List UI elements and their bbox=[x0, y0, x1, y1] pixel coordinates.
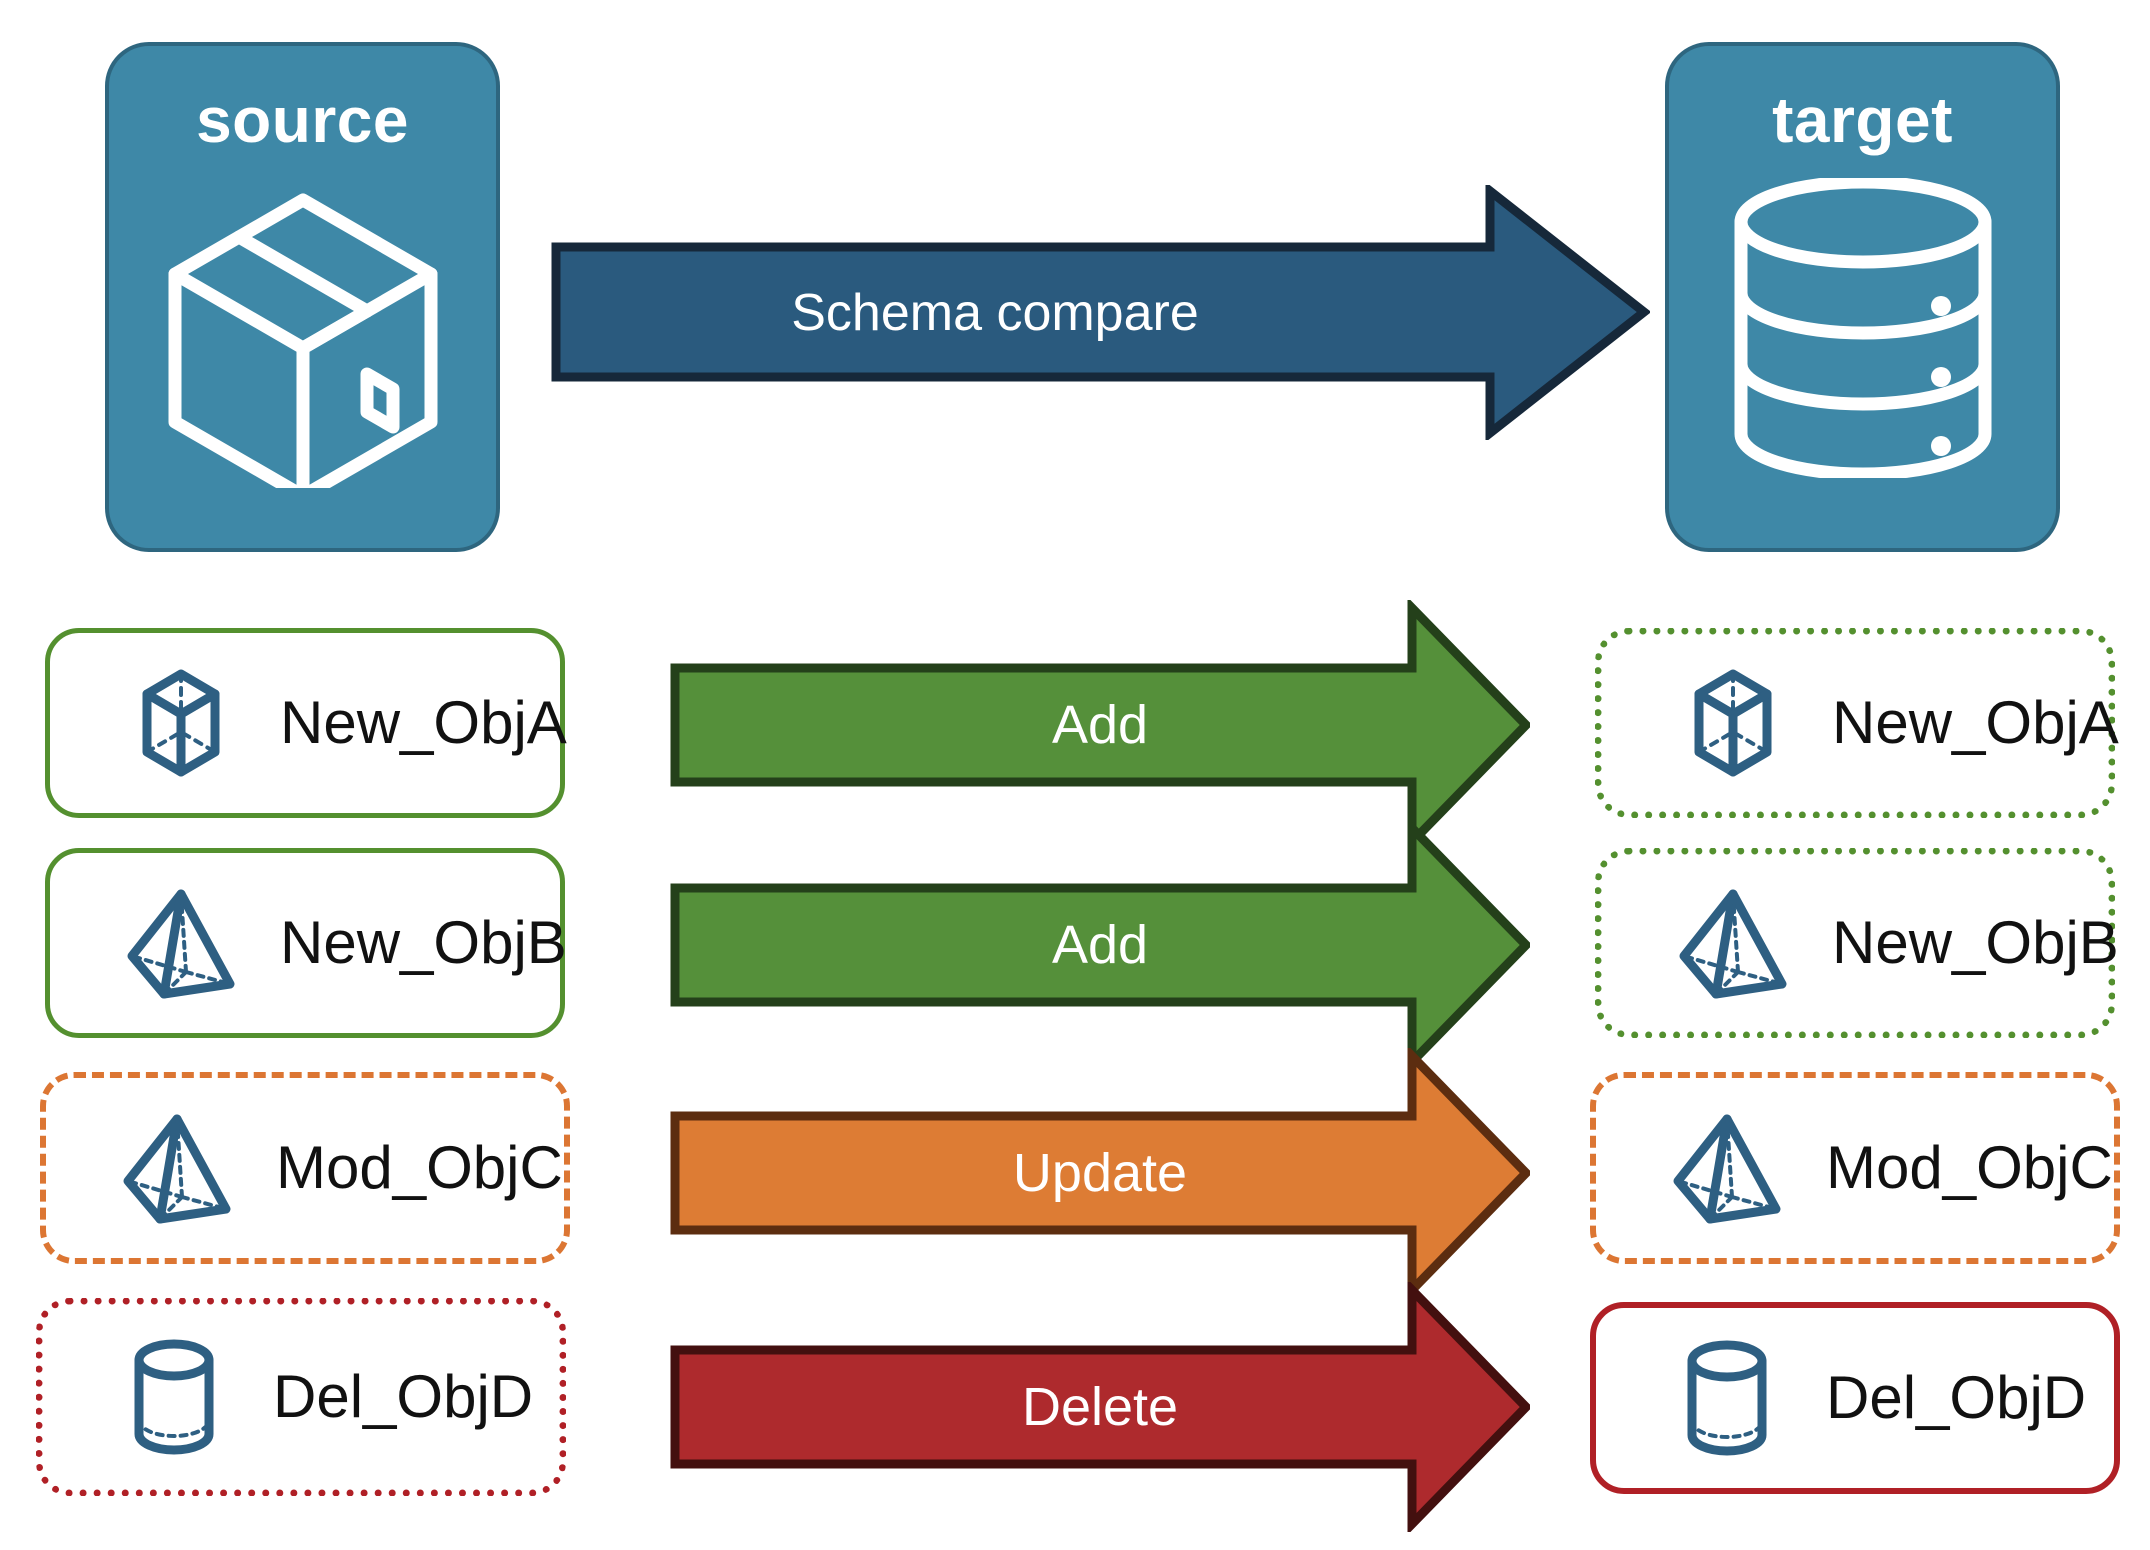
target-title: target bbox=[1772, 84, 1953, 156]
source-object-label-0: New_ObjA bbox=[280, 689, 567, 756]
wireframe-pyramid-icon bbox=[122, 884, 240, 1002]
action-arrow-1: Add bbox=[670, 816, 1533, 1074]
wireframe-cube-icon bbox=[122, 664, 240, 782]
package-box-icon bbox=[153, 178, 453, 503]
target-object-card-3[interactable]: Del_ObjD bbox=[1590, 1302, 2120, 1494]
source-object-card-3[interactable]: Del_ObjD bbox=[36, 1298, 566, 1496]
source-object-card-2[interactable]: Mod_ObjC bbox=[40, 1072, 570, 1264]
target-object-card-0[interactable]: New_ObjA bbox=[1595, 628, 2119, 818]
action-arrow-3: Delete bbox=[670, 1278, 1533, 1536]
wireframe-pyramid-icon bbox=[1674, 884, 1792, 1002]
source-object-label-2: Mod_ObjC bbox=[276, 1134, 563, 1201]
source-object-label-1: New_ObjB bbox=[280, 909, 567, 976]
target-object-card-1[interactable]: New_ObjB bbox=[1595, 848, 2119, 1038]
source-endpoint-card[interactable]: source bbox=[105, 42, 500, 552]
source-title: source bbox=[196, 84, 409, 156]
wireframe-pyramid-icon bbox=[118, 1109, 236, 1227]
target-object-label-3: Del_ObjD bbox=[1826, 1364, 2087, 1431]
target-object-label-0: New_ObjA bbox=[1832, 689, 2119, 756]
schema-compare-arrow: Schema compare bbox=[550, 181, 1652, 443]
wireframe-cube-icon bbox=[1674, 664, 1792, 782]
target-object-label-1: New_ObjB bbox=[1832, 909, 2119, 976]
database-cylinder-icon bbox=[1723, 175, 2003, 483]
action-arrow-2: Update bbox=[670, 1044, 1533, 1302]
wireframe-cylinder-icon bbox=[115, 1338, 233, 1456]
target-object-card-2[interactable]: Mod_ObjC bbox=[1590, 1072, 2120, 1264]
target-endpoint-card[interactable]: target bbox=[1665, 42, 2060, 552]
source-object-card-0[interactable]: New_ObjA bbox=[45, 628, 567, 818]
target-object-label-2: Mod_ObjC bbox=[1826, 1134, 2113, 1201]
wireframe-pyramid-icon bbox=[1668, 1109, 1786, 1227]
source-object-card-1[interactable]: New_ObjB bbox=[45, 848, 567, 1038]
action-arrow-0: Add bbox=[670, 596, 1533, 854]
source-object-label-3: Del_ObjD bbox=[273, 1363, 534, 1430]
wireframe-cylinder-icon bbox=[1668, 1339, 1786, 1457]
